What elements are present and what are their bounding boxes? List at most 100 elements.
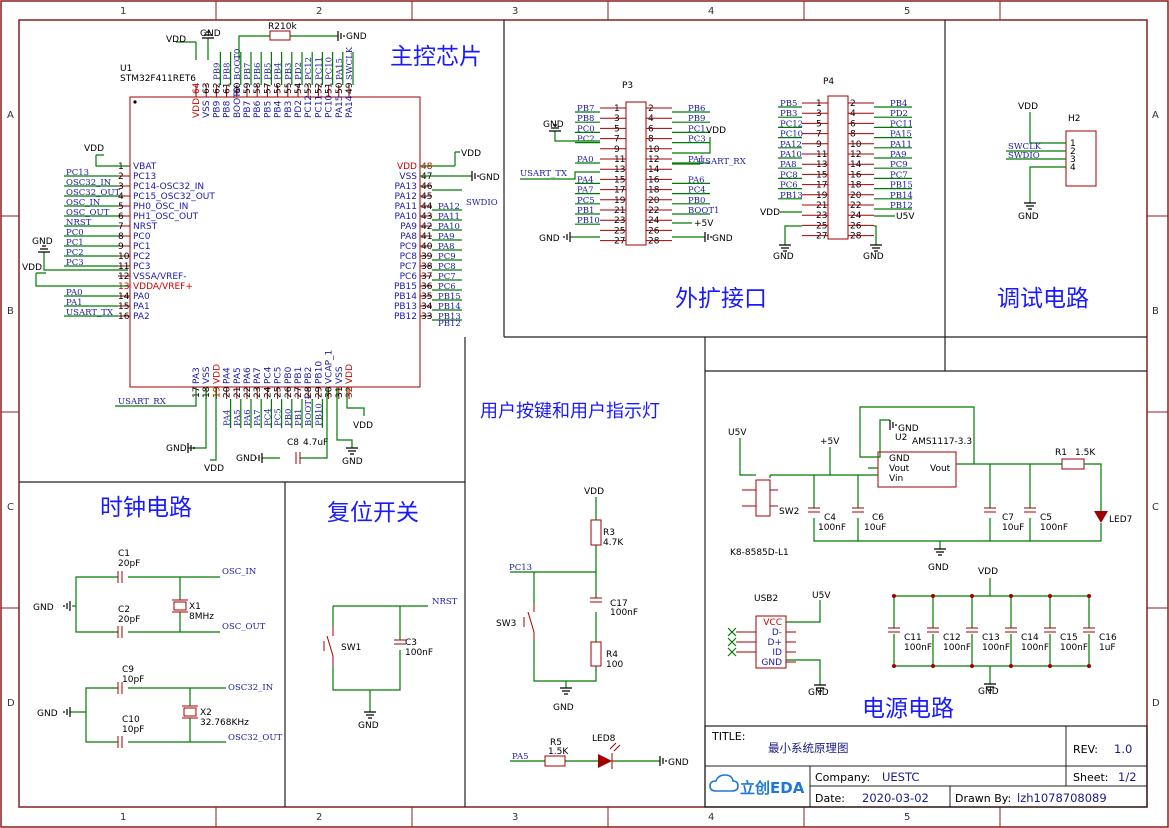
mcu-top-pin-num: 64	[192, 82, 202, 94]
gnd-symbol-p4-right	[870, 244, 882, 252]
decoupling-gnd: GND	[978, 687, 999, 697]
p4-net-right: PD2	[890, 109, 908, 119]
p3-pin-odd: 15	[614, 175, 625, 185]
usb-pin-name: D-	[772, 628, 782, 638]
mcu-bottom-pin-num: 25	[274, 387, 284, 398]
p4-pin-even: 2	[850, 99, 856, 109]
usb-pin-name: D+	[768, 638, 782, 648]
section-title-clock: 时钟电路	[100, 495, 192, 521]
p3-net-right: PB0	[688, 196, 705, 206]
decap-plates	[1005, 627, 1017, 633]
p4-pin-even: 24	[850, 211, 862, 221]
c9-c10-bodies	[117, 682, 123, 748]
pwr-plus5v: +5V	[820, 437, 840, 447]
p4-pin-even: 10	[850, 140, 862, 150]
p4-pin-odd: 19	[816, 191, 828, 201]
mcu-bottom-net: PC4	[263, 408, 273, 426]
mcu-bottom-net: PC5	[274, 408, 284, 426]
mcu-bottom-pin-name: PC5	[274, 367, 284, 384]
u2-vout-pin: Vout	[889, 464, 910, 474]
vcap-wire	[262, 387, 328, 459]
mcu-vdd-19: VDD	[204, 464, 224, 474]
r1-val: 1.5K	[1075, 448, 1096, 458]
mcu-right-pin-name: PA11	[395, 202, 417, 212]
p3-pin-even: 22	[648, 206, 659, 216]
grid-col-top: 5	[904, 6, 910, 17]
mcu-top-pin-num: 58	[253, 82, 263, 94]
p4-net-right: PA11	[890, 140, 912, 150]
r1-body	[1061, 458, 1085, 470]
mcu-right-pin-num: 34	[421, 302, 433, 312]
x1-plates	[172, 599, 188, 613]
grid-col-top: 4	[708, 6, 714, 17]
no-connect-mark	[727, 627, 737, 637]
mcu-bottom-pin-name: VCAP_1	[325, 350, 335, 384]
p4-net-right: PA9	[890, 150, 907, 160]
c7-ref: C7	[1002, 513, 1014, 523]
mcu-top-pin-name: PA14	[345, 95, 355, 118]
p3-plus5v: +5V	[694, 219, 714, 229]
c6-val: 10uF	[864, 523, 886, 533]
mcu-top-net: SWCLK	[345, 46, 355, 80]
mcu-bottom-net: PA4	[223, 410, 233, 427]
p4-pin-even: 12	[850, 150, 861, 160]
mcu-top-net: PB6	[253, 63, 263, 80]
mcu-top-net: PA15	[335, 58, 345, 80]
mcu-right-net: PA9	[438, 232, 455, 242]
decap-plates	[1083, 627, 1095, 633]
p3-pin-even: 18	[648, 186, 660, 196]
x2-ref: X2	[200, 708, 212, 718]
mcu-right-pin-num: 33	[421, 312, 432, 322]
mcu-bottom-pin-num: 29	[314, 386, 324, 398]
mcu-top-pin-num: 63	[202, 83, 212, 94]
p3-usart-rx: USART_RX	[698, 157, 747, 167]
p4-pin-even: 16	[850, 170, 862, 180]
mcu-bottom-pin-num: 27	[294, 387, 304, 398]
vbat-wire	[95, 154, 128, 167]
mcu-bottom-pin-name: VDD	[345, 364, 355, 384]
mcu-top-pin-name: PC11	[314, 95, 324, 118]
mcu-top-net: PB3	[284, 63, 294, 80]
mcu-left-pin-name: VSSA/VREF-	[133, 272, 186, 282]
mcu-top-pin-name: VSS	[202, 100, 212, 118]
mcu-top-pin-name: PC10	[325, 95, 335, 118]
led8-body	[598, 754, 612, 768]
h2-swclk: SWCLK	[1008, 142, 1042, 152]
c1-ref: C1	[118, 549, 130, 559]
mcu-bottom-pin-name: PA7	[253, 367, 263, 384]
mcu-right-pin-name: VSS	[399, 172, 417, 182]
p3-net-right: PA1	[688, 155, 705, 165]
mcu-left-pin-name: PH0_OSC_IN	[133, 202, 188, 212]
power-cap-plates	[808, 507, 1036, 513]
p3-usart-tx-wire	[520, 171, 600, 180]
h2-vdd: VDD	[1018, 102, 1038, 112]
mcu-right-net: PA11	[438, 212, 460, 222]
u2-vin-pin: Vin	[889, 474, 903, 484]
p4-pin-odd: 13	[816, 160, 827, 170]
p3-net-left: PC5	[577, 196, 595, 206]
section-title-debug: 调试电路	[997, 286, 1089, 312]
h2-pin-num: 2	[1070, 147, 1076, 157]
mcu-right-pin-name: PC8	[400, 252, 418, 262]
mcu-bottom-pin-num: 18	[202, 386, 212, 398]
mcu-bottom-pin-name: PB10	[314, 361, 324, 384]
grid-col-bottom: 2	[316, 812, 322, 823]
p4-pin-odd: 17	[816, 181, 827, 191]
mcu-top-pin-num: 54	[294, 82, 304, 94]
sw3-ref: SW3	[496, 619, 516, 629]
mcu-left-net: PC0	[66, 228, 84, 238]
mcu-left-pin-num: 3	[118, 182, 124, 192]
mcu-top-pin-name: PB6	[253, 100, 263, 118]
r3-ref: R3	[603, 528, 615, 538]
led7-body	[1094, 511, 1108, 523]
u2-vout-right: Vout	[930, 464, 951, 474]
mcu-bottom-pin-name: PA6	[243, 367, 253, 384]
u2-ref: U2	[895, 433, 907, 443]
section-title-expansion: 外扩接口	[675, 286, 767, 312]
mcu-bottom-pin-num: 26	[284, 386, 294, 398]
mcu-left-pin-num: 6	[118, 212, 124, 222]
mcu-left-pin-name: PA1	[133, 302, 150, 312]
